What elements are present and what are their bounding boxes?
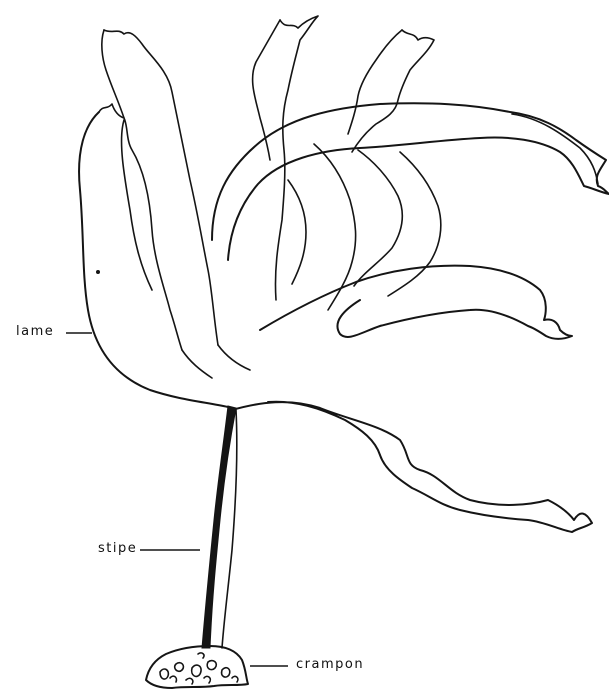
stipe-shaft: [202, 406, 236, 648]
blade-vein-2: [218, 345, 250, 370]
frond-9: [288, 180, 306, 284]
frond-4: [352, 30, 434, 152]
blade-outline-lower-frond: [232, 402, 592, 532]
frond-1-inner: [122, 120, 152, 290]
frond-2: [104, 30, 218, 345]
blade-spot: [96, 270, 100, 274]
frond-4-left: [348, 30, 402, 134]
stipe-label: stipe: [98, 542, 137, 555]
frond-8: [388, 152, 441, 296]
frond-3: [275, 16, 318, 300]
lame-blade: [79, 16, 609, 532]
crampon-label: crampon: [296, 658, 364, 671]
lame-label: lame: [16, 325, 54, 338]
frond-3-left: [253, 20, 280, 160]
frond-7: [354, 150, 402, 286]
stipe: [202, 406, 237, 648]
crampon-outline: [146, 646, 248, 688]
crampon-texture: [160, 653, 238, 684]
frond-1: [99, 104, 182, 350]
blade-vein-1: [182, 350, 212, 378]
crampon: [146, 646, 248, 688]
